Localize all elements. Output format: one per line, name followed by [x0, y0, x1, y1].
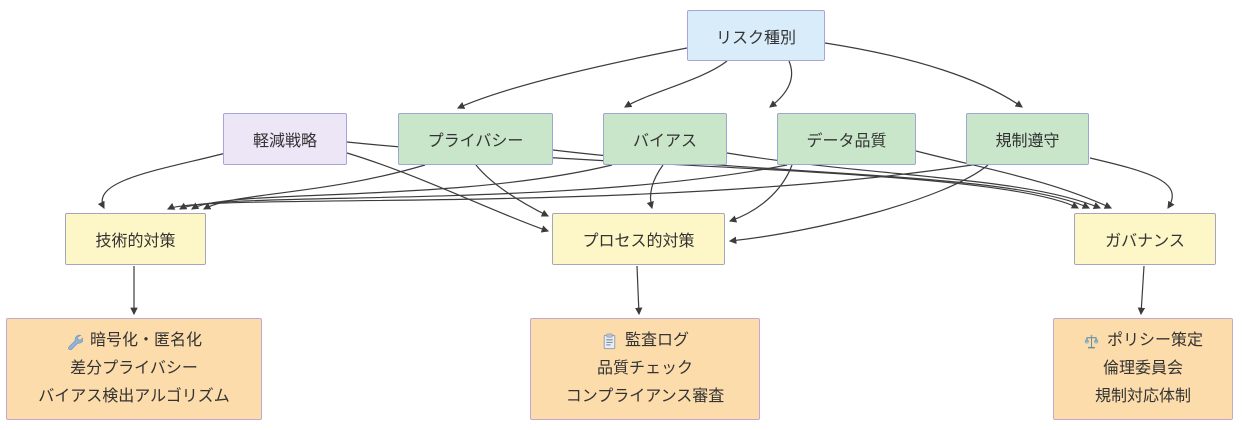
- scales-icon: [1083, 333, 1100, 350]
- node-label: リスク種別: [715, 29, 796, 47]
- node-line-label: バイアス検出アルゴリズム: [38, 388, 230, 405]
- node-label: プライバシー: [427, 133, 524, 150]
- clipboard-icon: [601, 333, 618, 350]
- edge-mitigation-to-process: [346, 152, 550, 233]
- node-regulation: 規制遵守: [966, 113, 1089, 165]
- node-text-line: 暗号化・匿名化: [66, 327, 202, 355]
- edge-privacy-to-process: [475, 164, 549, 217]
- edge-governance-to-detail-governance: [1137, 265, 1146, 316]
- node-governance: ガバナンス: [1074, 213, 1216, 265]
- node-line-label: コンプライアンス審査: [565, 388, 725, 405]
- node-bias: バイアス: [603, 113, 727, 165]
- node-tech: 技術的対策: [65, 213, 206, 265]
- node-mitigation: 軽減戦略: [223, 113, 347, 165]
- node-risk: リスク種別: [687, 10, 825, 61]
- node-text-line: 差分プライバシー: [70, 355, 198, 383]
- node-line-label: 監査ログ: [624, 332, 689, 349]
- node-text-line: 品質チェック: [597, 355, 693, 383]
- node-detail-process: 監査ログ品質チェックコンプライアンス審査: [530, 318, 760, 420]
- edge-process-to-detail-process: [635, 265, 643, 316]
- edge-regulation-to-governance: [1089, 157, 1175, 209]
- edge-risk-to-bias: [624, 60, 728, 108]
- node-label: 軽減戦略: [252, 133, 317, 150]
- node-line-label: 規制対応体制: [1094, 388, 1191, 405]
- edge-regulation-to-process: [728, 164, 989, 245]
- node-line-label: ポリシー策定: [1106, 332, 1203, 349]
- node-line-label: 差分プライバシー: [70, 360, 198, 377]
- node-detail-governance: ポリシー策定倫理委員会規制対応体制: [1053, 318, 1233, 420]
- node-text-line: コンプライアンス審査: [566, 383, 725, 411]
- node-label: 規制遵守: [995, 133, 1060, 150]
- node-label: 技術的対策: [95, 233, 176, 250]
- edge-risk-to-regulation: [824, 42, 1023, 108]
- node-label: ガバナンス: [1105, 233, 1185, 250]
- edge-risk-to-quality: [769, 60, 793, 108]
- edge-risk-to-privacy: [456, 47, 688, 109]
- edge-bias-to-process: [646, 164, 664, 210]
- node-line-label: 倫理委員会: [1102, 360, 1183, 377]
- node-line-label: 品質チェック: [596, 360, 693, 377]
- node-line-label: 暗号化・匿名化: [89, 332, 202, 349]
- node-text-line: 倫理委員会: [1103, 355, 1183, 383]
- node-label: データ品質: [806, 133, 887, 150]
- edge-quality-to-governance: [915, 150, 1113, 209]
- wrench-icon: [66, 333, 83, 350]
- node-label: バイアス: [632, 133, 697, 150]
- node-text-line: ポリシー策定: [1083, 327, 1203, 355]
- node-quality: データ品質: [777, 113, 916, 165]
- edge-mitigation-to-tech: [97, 152, 227, 209]
- edge-quality-to-process: [728, 164, 793, 223]
- node-text-line: バイアス検出アルゴリズム: [38, 383, 230, 411]
- node-detail-tech: 暗号化・匿名化差分プライバシーバイアス検出アルゴリズム: [6, 318, 262, 420]
- node-label: プロセス的対策: [582, 233, 695, 250]
- node-text-line: 規制対応体制: [1095, 383, 1191, 411]
- edge-regulation-to-tech: [166, 164, 973, 210]
- node-privacy: プライバシー: [398, 113, 553, 165]
- node-process: プロセス的対策: [552, 213, 725, 265]
- node-text-line: 監査ログ: [601, 327, 689, 355]
